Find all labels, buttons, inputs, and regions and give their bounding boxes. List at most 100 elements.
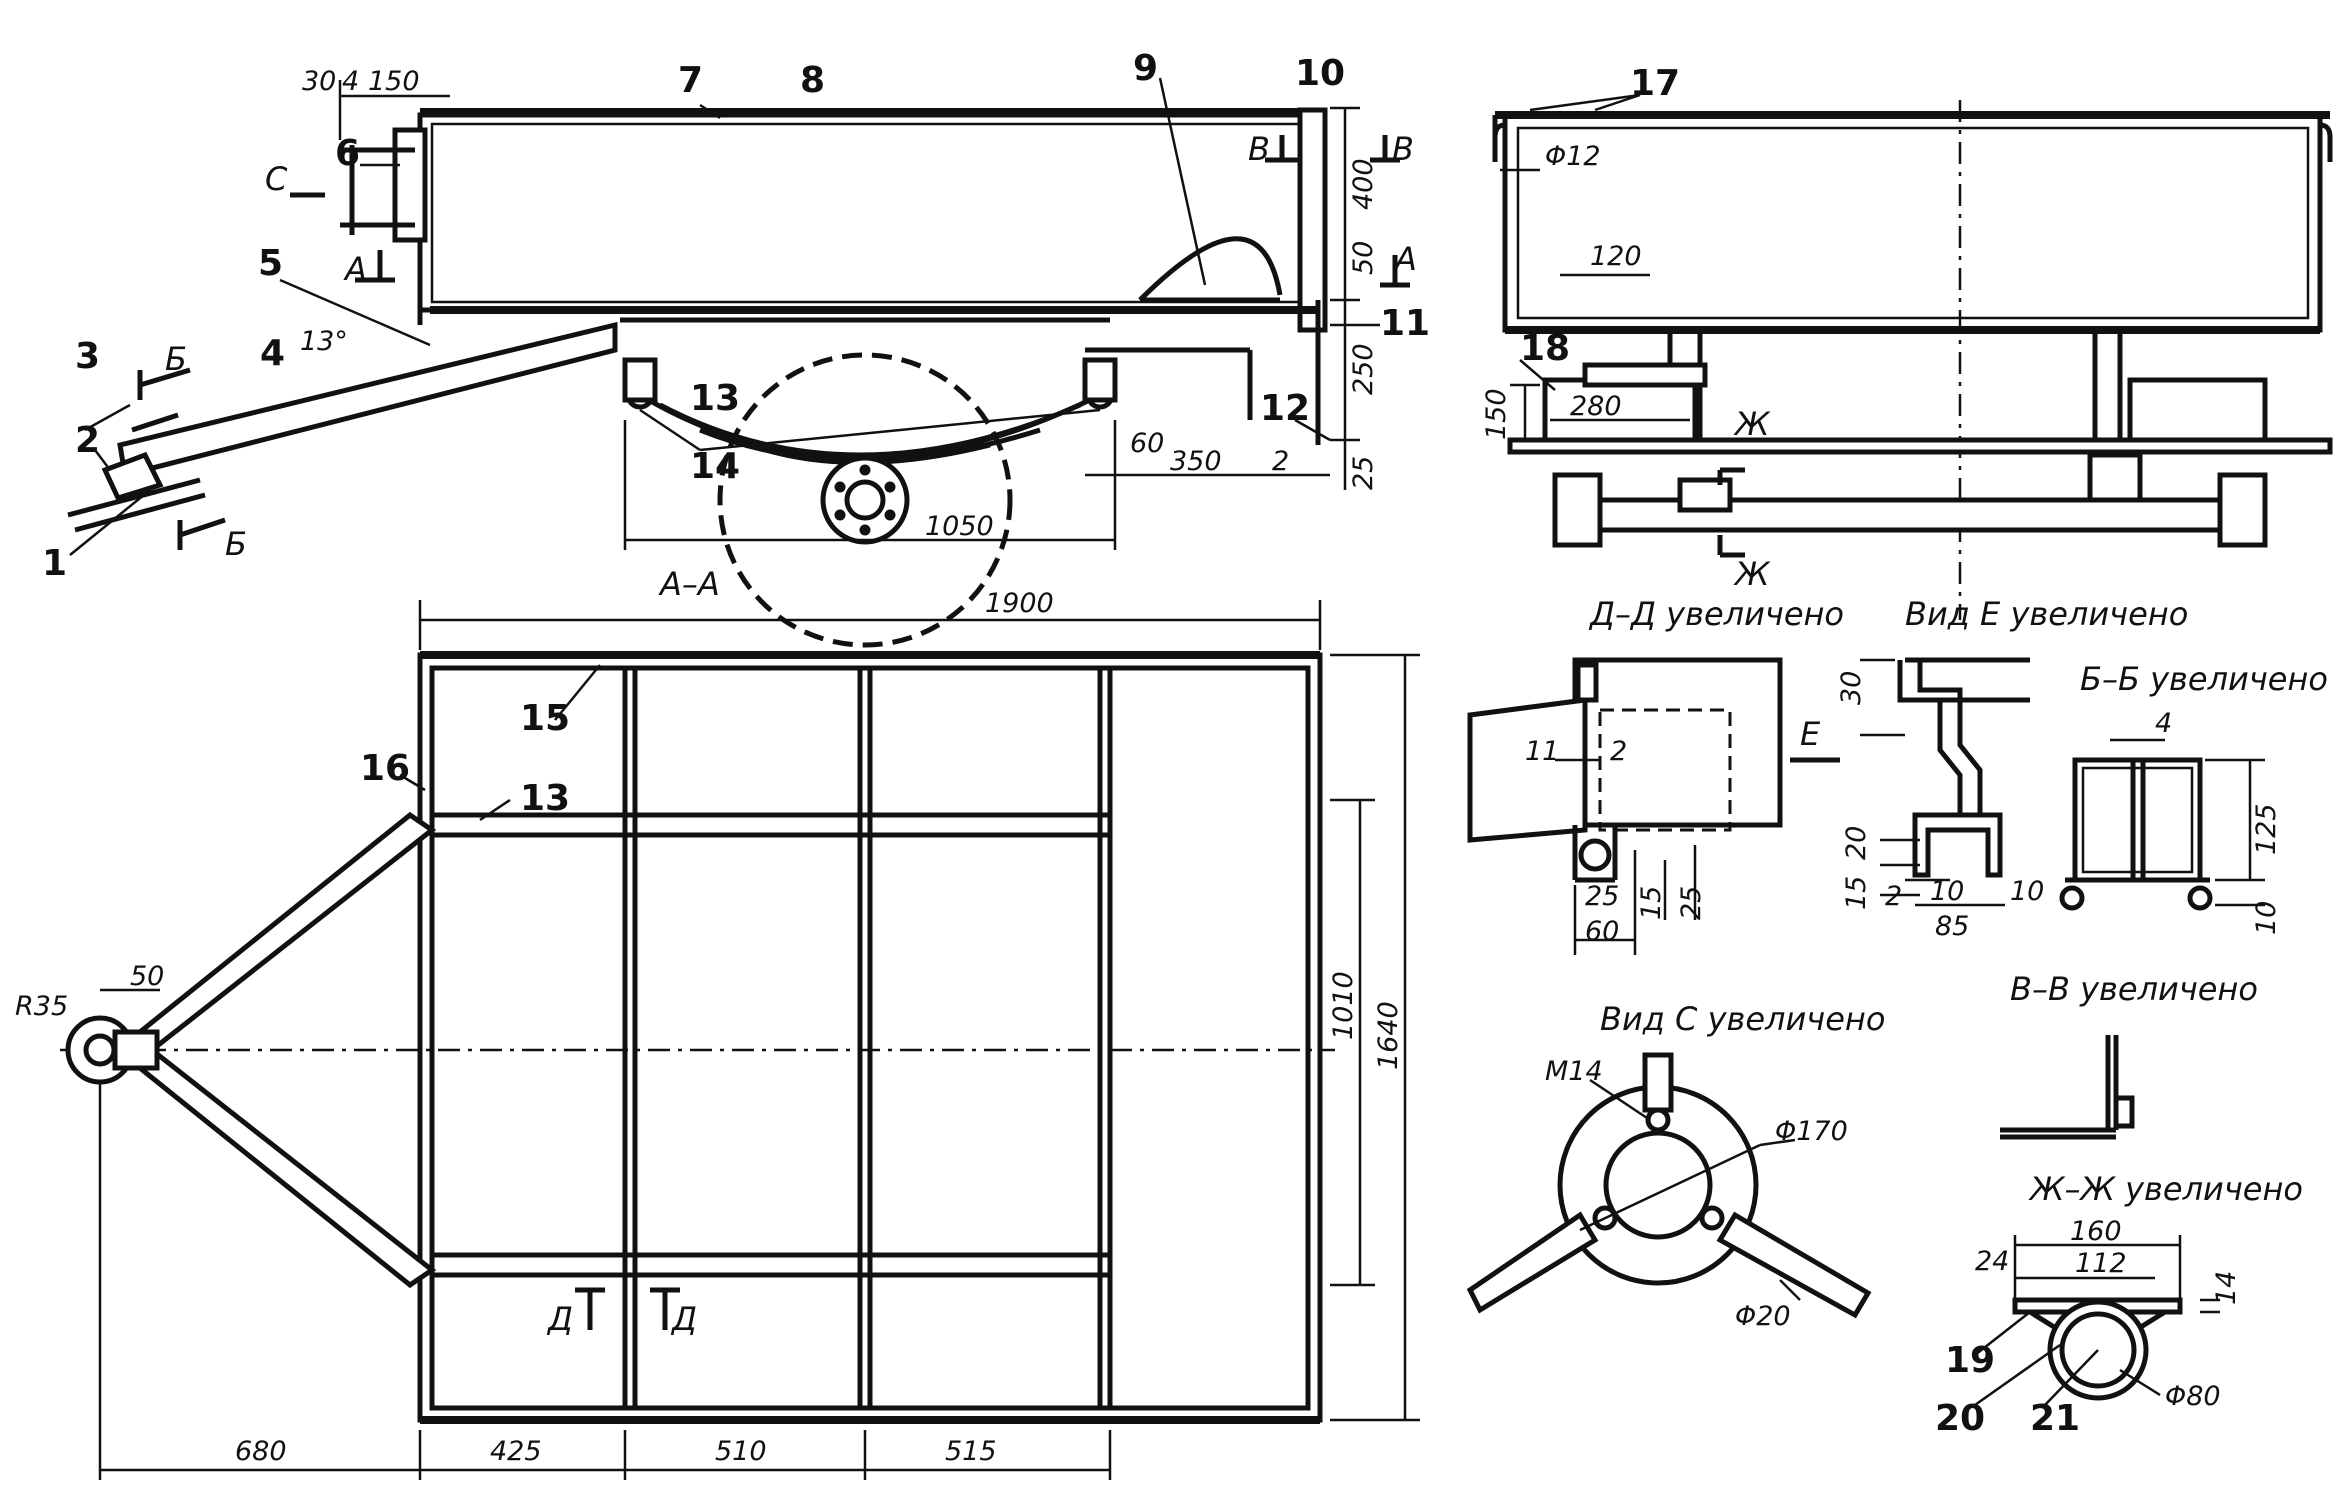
dd-dim-25a: 25 [1585, 881, 1619, 912]
dd-dim-2: 2 [1610, 736, 1627, 767]
dd-dim-15: 15 [1636, 886, 1667, 920]
detail-vid-e [1860, 657, 2030, 907]
callout-2: 2 [75, 420, 100, 461]
callout-13b: 13 [520, 778, 570, 819]
dim-350: 350 [1170, 446, 1222, 477]
bb-dim-125: 125 [2251, 803, 2282, 855]
vid-e-dim-2: 2 [1885, 881, 1902, 912]
mark-b-left: B [1248, 130, 1270, 168]
callout-13a: 13 [690, 378, 740, 419]
callout-6: 6 [335, 133, 360, 174]
callout-4: 4 [260, 333, 285, 374]
vid-e-dim-85: 85 [1935, 911, 1969, 942]
callout-16: 16 [360, 748, 410, 789]
zhzh-dim-160: 160 [2070, 1216, 2122, 1247]
callout-20: 20 [1935, 1398, 1985, 1439]
callout-7: 7 [678, 60, 703, 101]
title-vid-e: Вид Е увеличено [1905, 595, 2188, 633]
callout-11: 11 [1380, 303, 1430, 344]
dim-250: 250 [1348, 343, 1379, 395]
callout-9: 9 [1133, 48, 1158, 89]
dd-dim-25b: 25 [1676, 886, 1707, 920]
dim-50b: 50 [130, 961, 164, 992]
rear-view [1492, 93, 2333, 620]
bb-dim-4: 4 [2155, 708, 2172, 739]
detail-vid-c [1466, 1052, 1872, 1319]
mark-zh-bot: Ж [1733, 555, 1771, 593]
dim-1050: 1050 [925, 511, 994, 542]
callout-10: 10 [1295, 53, 1345, 94]
dim-1640: 1640 [1373, 1001, 1404, 1070]
mark-zh-top: Ж [1733, 405, 1771, 443]
dim-120: 120 [1590, 241, 1642, 272]
dim-60: 60 [1130, 428, 1164, 459]
callout-8: 8 [800, 60, 825, 101]
dim-30: 30 [302, 66, 336, 97]
dim-4: 4 [342, 66, 359, 97]
dim-1900: 1900 [985, 588, 1054, 619]
dim-680: 680 [235, 1436, 287, 1467]
vid-c-dim-m14: M14 [1545, 1056, 1603, 1087]
dim-280: 280 [1570, 391, 1622, 422]
callout-15: 15 [520, 698, 570, 739]
vid-e-dim-10a: 10 [1930, 876, 1964, 907]
mark-a-left: A [343, 250, 367, 288]
title-vid-c: Вид С увеличено [1600, 1000, 1885, 1038]
vid-c-dim-phi170: Φ170 [1775, 1116, 1848, 1147]
mark-c: C [265, 160, 288, 198]
detail-dd [1467, 657, 1840, 955]
dim-150b: 150 [1481, 388, 1512, 440]
title-vv: В–В увеличено [2010, 970, 2258, 1008]
mark-a-right: A [1393, 240, 1417, 278]
mark-d-right: Д [670, 1300, 697, 1338]
title-dd: Д–Д увеличено [1588, 595, 1844, 633]
callout-12: 12 [1260, 388, 1310, 429]
dim-phi12: Φ12 [1545, 141, 1601, 172]
vid-e-dim-15: 15 [1841, 876, 1872, 910]
title-aa: A–A [658, 565, 720, 603]
dim-25: 25 [1348, 456, 1379, 490]
detail-bb [2059, 738, 2265, 911]
title-zhzh: Ж–Ж увеличено [2028, 1170, 2303, 1208]
zhzh-dim-24: 24 [1975, 1246, 2009, 1277]
callout-19: 19 [1945, 1340, 1995, 1381]
dim-2: 2 [1272, 446, 1289, 477]
callout-1: 1 [42, 543, 67, 584]
vid-c-dim-phi20: Φ20 [1735, 1301, 1791, 1332]
zhzh-dim-112: 112 [2075, 1248, 2127, 1279]
dim-13deg: 13° [300, 326, 348, 357]
dim-400: 400 [1348, 158, 1379, 210]
callout-14: 14 [690, 446, 740, 487]
detail-vv [2000, 1035, 2135, 1140]
callout-18: 18 [1520, 328, 1570, 369]
dim-425: 425 [490, 1436, 542, 1467]
callout-21: 21 [2030, 1398, 2080, 1439]
dim-150: 150 [368, 66, 420, 97]
side-view [67, 77, 1410, 648]
detail-zhzh [1974, 1235, 2220, 1407]
dim-515: 515 [945, 1436, 997, 1467]
bb-dim-10: 10 [2251, 901, 2282, 935]
callout-3: 3 [75, 336, 100, 377]
plan-view [60, 600, 1420, 1480]
dim-r35: R35 [15, 991, 68, 1022]
dim-510: 510 [715, 1436, 767, 1467]
vid-e-dim-30: 30 [1836, 671, 1867, 705]
callout-17: 17 [1630, 63, 1680, 104]
title-bb: Б–Б увеличено [2080, 660, 2328, 698]
zhzh-dim-14: 14 [2211, 1271, 2242, 1305]
zhzh-dim-phi80: Φ80 [2165, 1381, 2221, 1412]
mark-e: E [1800, 715, 1821, 753]
mark-b-right: B [1392, 130, 1414, 168]
dim-50: 50 [1348, 241, 1379, 275]
vid-e-dim-10b: 10 [2010, 876, 2044, 907]
callout-5: 5 [258, 243, 283, 284]
vid-e-dim-20: 20 [1841, 826, 1872, 860]
mark-b-top: Б [165, 340, 187, 378]
dim-1010: 1010 [1328, 971, 1359, 1040]
dd-dim-60: 60 [1585, 916, 1619, 947]
mark-b-bot: Б [225, 525, 247, 563]
dd-dim-11: 11 [1525, 736, 1559, 767]
mark-d-left: Д [546, 1300, 573, 1338]
